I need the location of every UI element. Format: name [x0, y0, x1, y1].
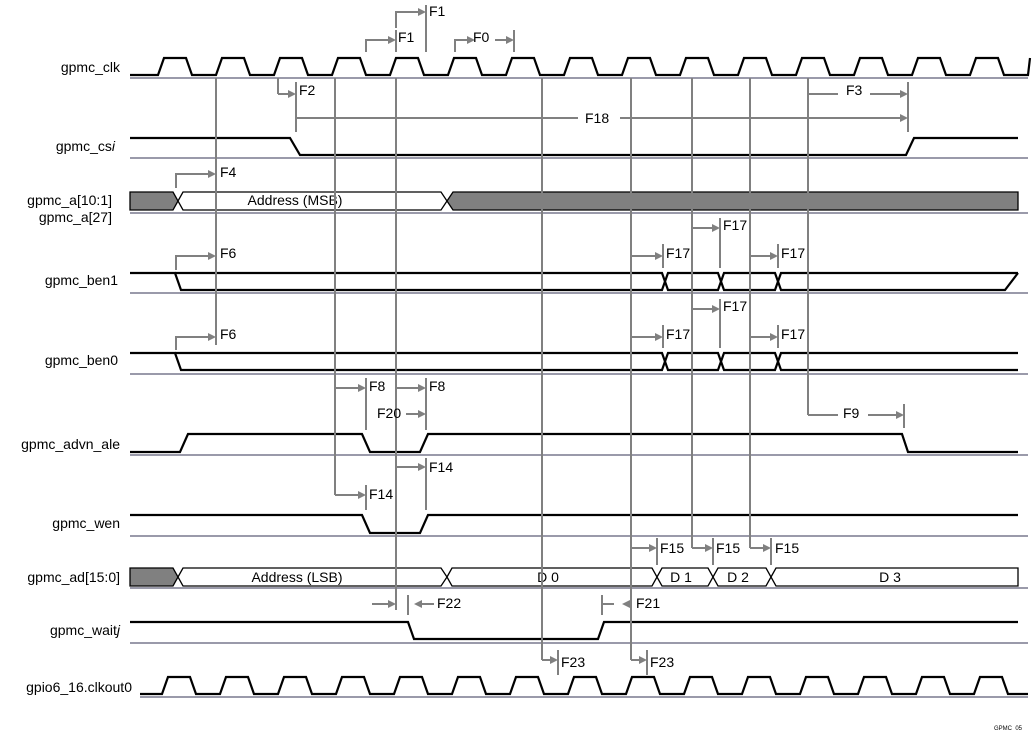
param-f8-right: F8	[429, 378, 446, 394]
param-f17-ben0-a: F17	[666, 326, 690, 342]
param-f1-upper: F1	[429, 3, 446, 19]
param-f8-left: F8	[369, 378, 386, 394]
param-f4: F4	[220, 164, 237, 180]
param-f22: F22	[437, 595, 461, 611]
label-gpmc-advn-ale: gpmc_advn_ale	[21, 436, 120, 452]
label-gpio6-16-clkout0: gpio6_16.clkout0	[26, 679, 132, 695]
bus-d3: D 3	[879, 569, 901, 585]
label-gpmc-a-10-1: gpmc_a[10:1]	[27, 192, 112, 208]
label-gpmc-ad: gpmc_ad[15:0]	[27, 569, 120, 585]
param-f17-ben1-a: F17	[666, 245, 690, 261]
param-f14-upper: F14	[429, 459, 453, 475]
param-f17-ben0-c: F17	[781, 326, 805, 342]
param-f9: F9	[843, 405, 860, 421]
wave-gpmc-a-bus: Address (MSB)	[129, 191, 1019, 211]
wave-gpmc-csi	[130, 136, 1018, 157]
param-f20: F20	[377, 405, 401, 421]
param-f15-c: F15	[775, 540, 799, 556]
signal-baselines	[130, 77, 1028, 698]
param-f23-left: F23	[561, 654, 585, 670]
timing-reference-lines	[215, 78, 809, 660]
label-gpmc-csi: gpmc_csi	[56, 138, 116, 154]
param-f21: F21	[636, 595, 660, 611]
label-gpmc-waitj: gpmc_waitj	[50, 622, 121, 638]
param-f6-ben0: F6	[220, 326, 237, 342]
bus-d1: D 1	[670, 569, 692, 585]
figure-id: GPMC_05	[994, 726, 1023, 731]
bus-d0: D 0	[537, 569, 559, 585]
param-f17-ben1-b: F17	[723, 217, 747, 233]
label-gpmc-clk: gpmc_clk	[61, 59, 121, 75]
wave-gpmc-wen	[130, 513, 1018, 535]
param-f2: F2	[299, 82, 316, 98]
param-f17-ben0-b: F17	[723, 298, 747, 314]
param-f3: F3	[846, 82, 863, 98]
param-f6-ben1: F6	[220, 245, 237, 261]
param-f0: F0	[473, 29, 490, 45]
wave-gpmc-advn-ale	[130, 432, 1018, 454]
label-gpmc-ben1: gpmc_ben1	[45, 272, 118, 288]
bus-address-msb: Address (MSB)	[248, 192, 343, 208]
param-f1-lower: F1	[398, 29, 415, 45]
wave-gpmc-ben1	[130, 271, 1019, 292]
param-f23-right: F23	[650, 654, 674, 670]
wave-gpmc-ben0	[130, 351, 1018, 372]
param-f14-lower: F14	[369, 486, 393, 502]
wave-gpmc-ad-bus: Address (LSB) D 0 D 1 D 2 D 3	[129, 567, 1019, 587]
param-f15-a: F15	[660, 540, 684, 556]
param-f17-ben1-c: F17	[781, 245, 805, 261]
wave-gpmc-waitj	[130, 620, 1018, 641]
wave-gpmc-clk	[130, 56, 1032, 77]
param-f15-b: F15	[716, 540, 740, 556]
label-gpmc-a-27: gpmc_a[27]	[39, 209, 112, 225]
param-f18: F18	[585, 110, 609, 126]
timing-annotations: F1 F1 F0 F2 F18 F3 F4	[175, 3, 909, 675]
bus-address-lsb: Address (LSB)	[251, 569, 342, 585]
label-gpmc-ben0: gpmc_ben0	[45, 352, 118, 368]
bus-d2: D 2	[727, 569, 749, 585]
wave-gpio6-16-clkout0	[140, 675, 1028, 696]
label-gpmc-wen: gpmc_wen	[52, 515, 120, 531]
